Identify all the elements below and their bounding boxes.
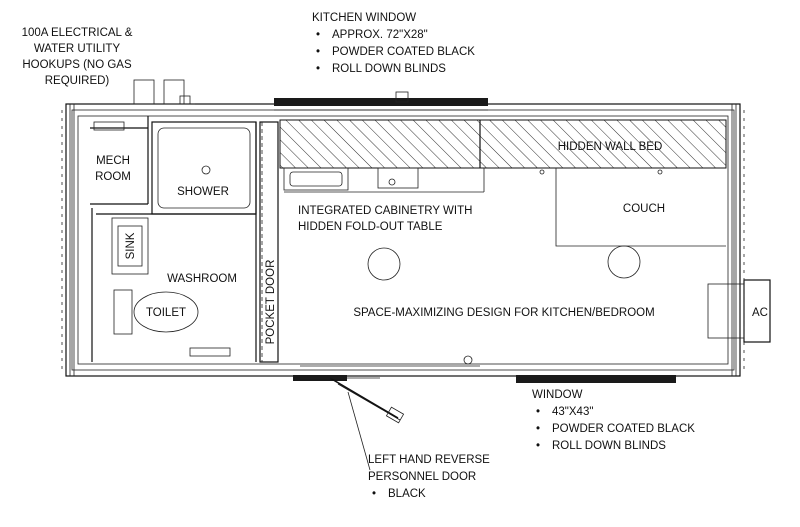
bullet-icon: • xyxy=(536,440,540,452)
leader-lines xyxy=(347,391,371,471)
space-design-label: SPACE-MAXIMIZING DESIGN FOR KITCHEN/BEDR… xyxy=(353,307,654,319)
door-title-line-1: LEFT HAND REVERSE xyxy=(368,454,490,466)
round-table-left xyxy=(367,247,401,281)
window-callout: WINDOW • 43"X43" • POWDER COATED BLACK •… xyxy=(532,389,695,452)
door-bullet-1: BLACK xyxy=(388,488,426,500)
window-frame xyxy=(516,375,676,383)
sink-label: SINK xyxy=(125,232,137,259)
kitchen-window-bullet-3: ROLL DOWN BLINDS xyxy=(332,63,446,75)
window-bullet-2: POWDER COATED BLACK xyxy=(552,423,695,435)
kitchen-window-title: KITCHEN WINDOW xyxy=(312,12,416,24)
kitchen-window-frame xyxy=(274,98,488,106)
hidden-wall-bed-label: HIDDEN WALL BED xyxy=(558,141,663,153)
pocket-door-wall xyxy=(259,121,279,363)
window-bullet-3: ROLL DOWN BLINDS xyxy=(552,440,666,452)
utility-callout-line-1: 100A ELECTRICAL & xyxy=(22,27,133,39)
bullet-icon: • xyxy=(372,488,376,500)
couch xyxy=(555,168,726,247)
couch-label: COUCH xyxy=(623,203,665,215)
washroom xyxy=(91,122,257,362)
ac-label: AC xyxy=(752,307,768,319)
bullet-icon: • xyxy=(316,63,320,75)
personnel-door-swing xyxy=(293,355,480,424)
toilet-label: TOILET xyxy=(146,307,186,319)
utility-callout: 100A ELECTRICAL & WATER UTILITY HOOKUPS … xyxy=(22,27,133,87)
cabinetry-label-2: HIDDEN FOLD-OUT TABLE xyxy=(298,221,443,233)
window-title: WINDOW xyxy=(532,389,583,401)
cabinetry-label-1: INTEGRATED CABINETRY WITH xyxy=(298,205,472,217)
door-callout: LEFT HAND REVERSE PERSONNEL DOOR • BLACK xyxy=(368,454,490,500)
utility-callout-line-3: HOOKUPS (NO GAS xyxy=(22,59,132,71)
washroom-label: WASHROOM xyxy=(167,273,237,285)
door-title-line-2: PERSONNEL DOOR xyxy=(368,471,476,483)
mech-room-label-2: ROOM xyxy=(95,171,131,183)
hidden-wall-bed xyxy=(279,119,727,169)
mech-room xyxy=(90,116,149,205)
shower-label: SHOWER xyxy=(177,186,229,198)
round-table-right xyxy=(607,245,641,279)
kitchen-window-bullet-1: APPROX. 72"X28" xyxy=(332,29,428,41)
bullet-icon: • xyxy=(316,46,320,58)
kitchen-window-bullet-2: POWDER COATED BLACK xyxy=(332,46,475,58)
window-bullet-1: 43"X43" xyxy=(552,406,593,418)
pocket-door-label: POCKET DOOR xyxy=(265,260,277,345)
bullet-icon: • xyxy=(316,29,320,41)
mech-room-label-1: MECH xyxy=(96,155,130,167)
kitchen-window-callout: KITCHEN WINDOW • APPROX. 72"X28" • POWDE… xyxy=(312,12,475,75)
left-end-detail xyxy=(61,110,745,370)
shower-stall xyxy=(151,121,257,215)
kitchen-cabinetry xyxy=(283,167,663,193)
utility-callout-line-2: WATER UTILITY xyxy=(34,43,121,55)
bullet-icon: • xyxy=(536,423,540,435)
vent-detail xyxy=(395,91,409,103)
bullet-icon: • xyxy=(536,406,540,418)
utility-callout-line-4: REQUIRED) xyxy=(45,75,110,87)
utility-hookup-boxes xyxy=(130,79,195,105)
